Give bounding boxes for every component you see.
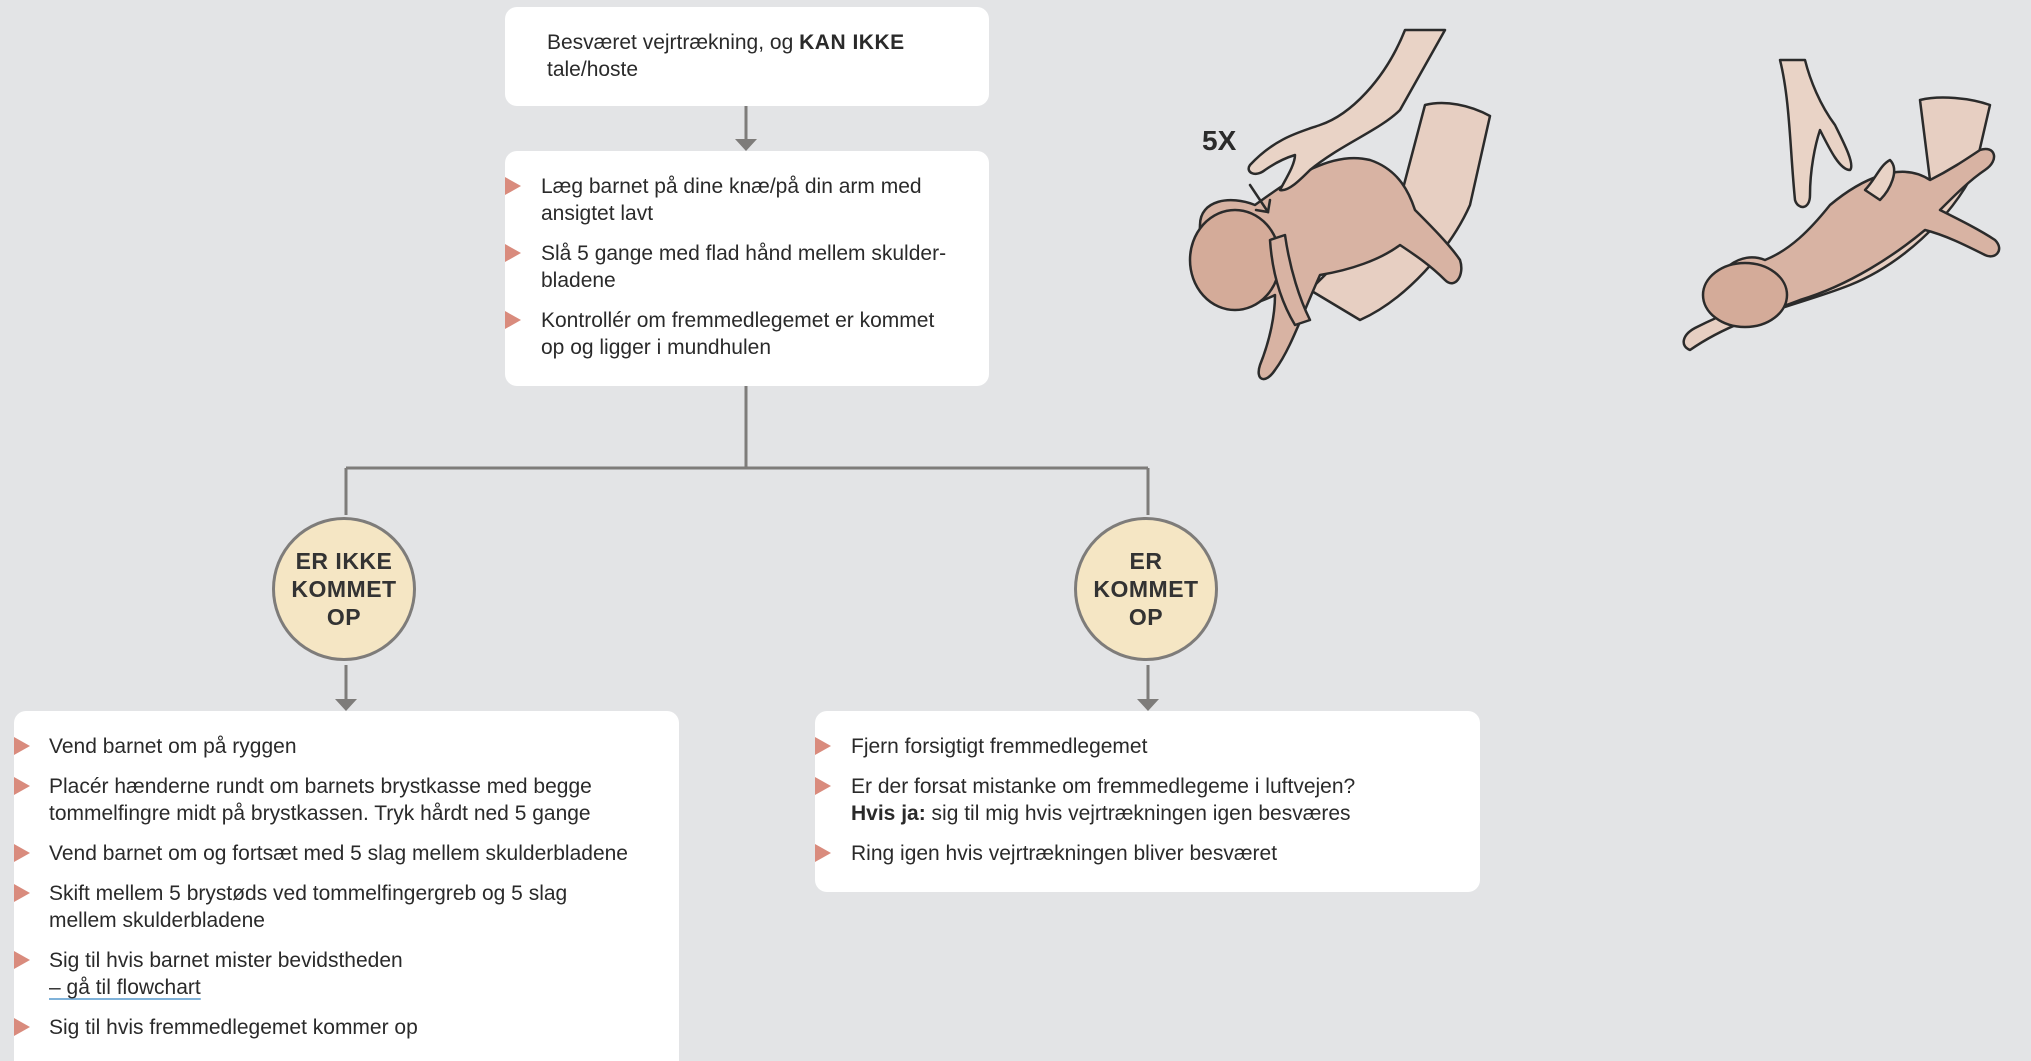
instruction-item: Skift mellem 5 brystøds ved tommelfinger… <box>14 880 679 934</box>
bullet-triangle-icon <box>14 1018 30 1036</box>
instruction-text: Skift mellem 5 brystøds ved tommelfinger… <box>49 882 568 905</box>
repetition-label: 5X <box>1202 125 1237 156</box>
instruction-text-line2: tommelfingre midt på brystkassen. Tryk h… <box>49 802 591 825</box>
step-item: Kontrollér om fremmedlegemet er kommet o… <box>505 307 989 361</box>
instruction-item: Sig til hvis fremmedlegemet kommer op <box>14 1014 679 1041</box>
instruction-text-line2: mellem skulderbladene <box>49 909 265 932</box>
bullet-triangle-icon <box>815 737 831 755</box>
step-text-line2: ansigtet lavt <box>541 202 654 225</box>
instruction-item: Vend barnet om og fortsæt med 5 slag mel… <box>14 840 679 867</box>
instruction-item: Vend barnet om på ryggen <box>14 733 679 760</box>
bullet-triangle-icon <box>815 844 831 862</box>
step-text: Læg barnet på dine knæ/på din arm med <box>541 175 922 198</box>
symptom-emphasis: KAN IKKE <box>799 31 905 54</box>
instruction-text: Er der forsat mistanke om fremmedlegeme … <box>851 775 1356 798</box>
instruction-text: Ring igen hvis vejrtrækningen bliver bes… <box>851 842 1278 865</box>
step-text: Slå 5 gange med flad hånd mellem skulder… <box>541 242 947 265</box>
branch-dislodged: ER KOMMET OP <box>1074 517 1218 661</box>
instruction-text: Sig til hvis fremmedlegemet kommer op <box>49 1016 418 1039</box>
instruction-text: Sig til hvis barnet mister bevidstheden <box>49 949 403 972</box>
step-text-line2: op og ligger i mundhulen <box>541 336 771 359</box>
symptom-text-line2: tale/hoste <box>547 58 639 81</box>
step-item: Slå 5 gange med flad hånd mellem skulder… <box>505 240 989 294</box>
bullet-triangle-icon <box>505 244 521 262</box>
step-item: Læg barnet på dine knæ/på din arm med an… <box>505 173 989 227</box>
instruction-item: Ring igen hvis vejrtrækningen bliver bes… <box>815 840 1480 867</box>
instruction-item: Fjern forsigtigt fremmedlegemet <box>815 733 1480 760</box>
branch-label-line: OP <box>1128 604 1164 630</box>
instruction-item: Er der forsat mistanke om fremmedlegeme … <box>815 773 1480 827</box>
back-blows-box: Læg barnet på dine knæ/på din arm med an… <box>505 151 989 386</box>
bullet-triangle-icon <box>14 884 30 902</box>
branch-label-line: KOMMET <box>1093 576 1199 602</box>
chest-thrusts-illustration <box>1682 58 2001 352</box>
bullet-triangle-icon <box>14 951 30 969</box>
flowchart-link[interactable]: – gå til flowchart <box>49 976 201 999</box>
branch-label-line: ER <box>1129 548 1163 574</box>
bullet-triangle-icon <box>505 177 521 195</box>
instruction-text-line2: sig til mig hvis vejrtrækningen igen bes… <box>925 802 1351 825</box>
step-text-line2: bladene <box>541 269 616 292</box>
branch-label-line: OP <box>326 604 362 630</box>
arrow-down-icon <box>735 139 757 151</box>
instruction-item: Sig til hvis barnet mister bevidstheden … <box>14 947 679 1001</box>
instruction-text: Fjern forsigtigt fremmedlegemet <box>851 735 1148 758</box>
branch-not-dislodged: ER IKKE KOMMET OP <box>272 517 416 661</box>
instruction-item: Placér hænderne rundt om barnets brystka… <box>14 773 679 827</box>
back-blows-illustration: 5X <box>1188 28 1492 381</box>
instruction-text: Vend barnet om og fortsæt med 5 slag mel… <box>49 842 628 865</box>
instruction-emphasis: Hvis ja: <box>851 802 926 825</box>
branch-label-line: KOMMET <box>291 576 397 602</box>
not-dislodged-instructions-box: Vend barnet om på ryggen Placér hænderne… <box>14 711 679 1061</box>
branch-label-line: ER IKKE <box>295 548 393 574</box>
instruction-text: Vend barnet om på ryggen <box>49 735 297 758</box>
bullet-triangle-icon <box>14 737 30 755</box>
instruction-text: Placér hænderne rundt om barnets brystka… <box>49 775 592 798</box>
bullet-triangle-icon <box>505 311 521 329</box>
bullet-triangle-icon <box>14 844 30 862</box>
bullet-triangle-icon <box>815 777 831 795</box>
arrow-down-icon <box>335 699 357 711</box>
symptom-box: Besværet vejrtrækning, og KAN IKKE tale/… <box>505 7 989 106</box>
step-text: Kontrollér om fremmedlegemet er kommet <box>541 309 935 332</box>
bullet-triangle-icon <box>14 777 30 795</box>
symptom-text: Besværet vejrtrækning, og <box>547 31 800 54</box>
dislodged-instructions-box: Fjern forsigtigt fremmedlegemet Er der f… <box>815 711 1480 892</box>
arrow-down-icon <box>1137 699 1159 711</box>
